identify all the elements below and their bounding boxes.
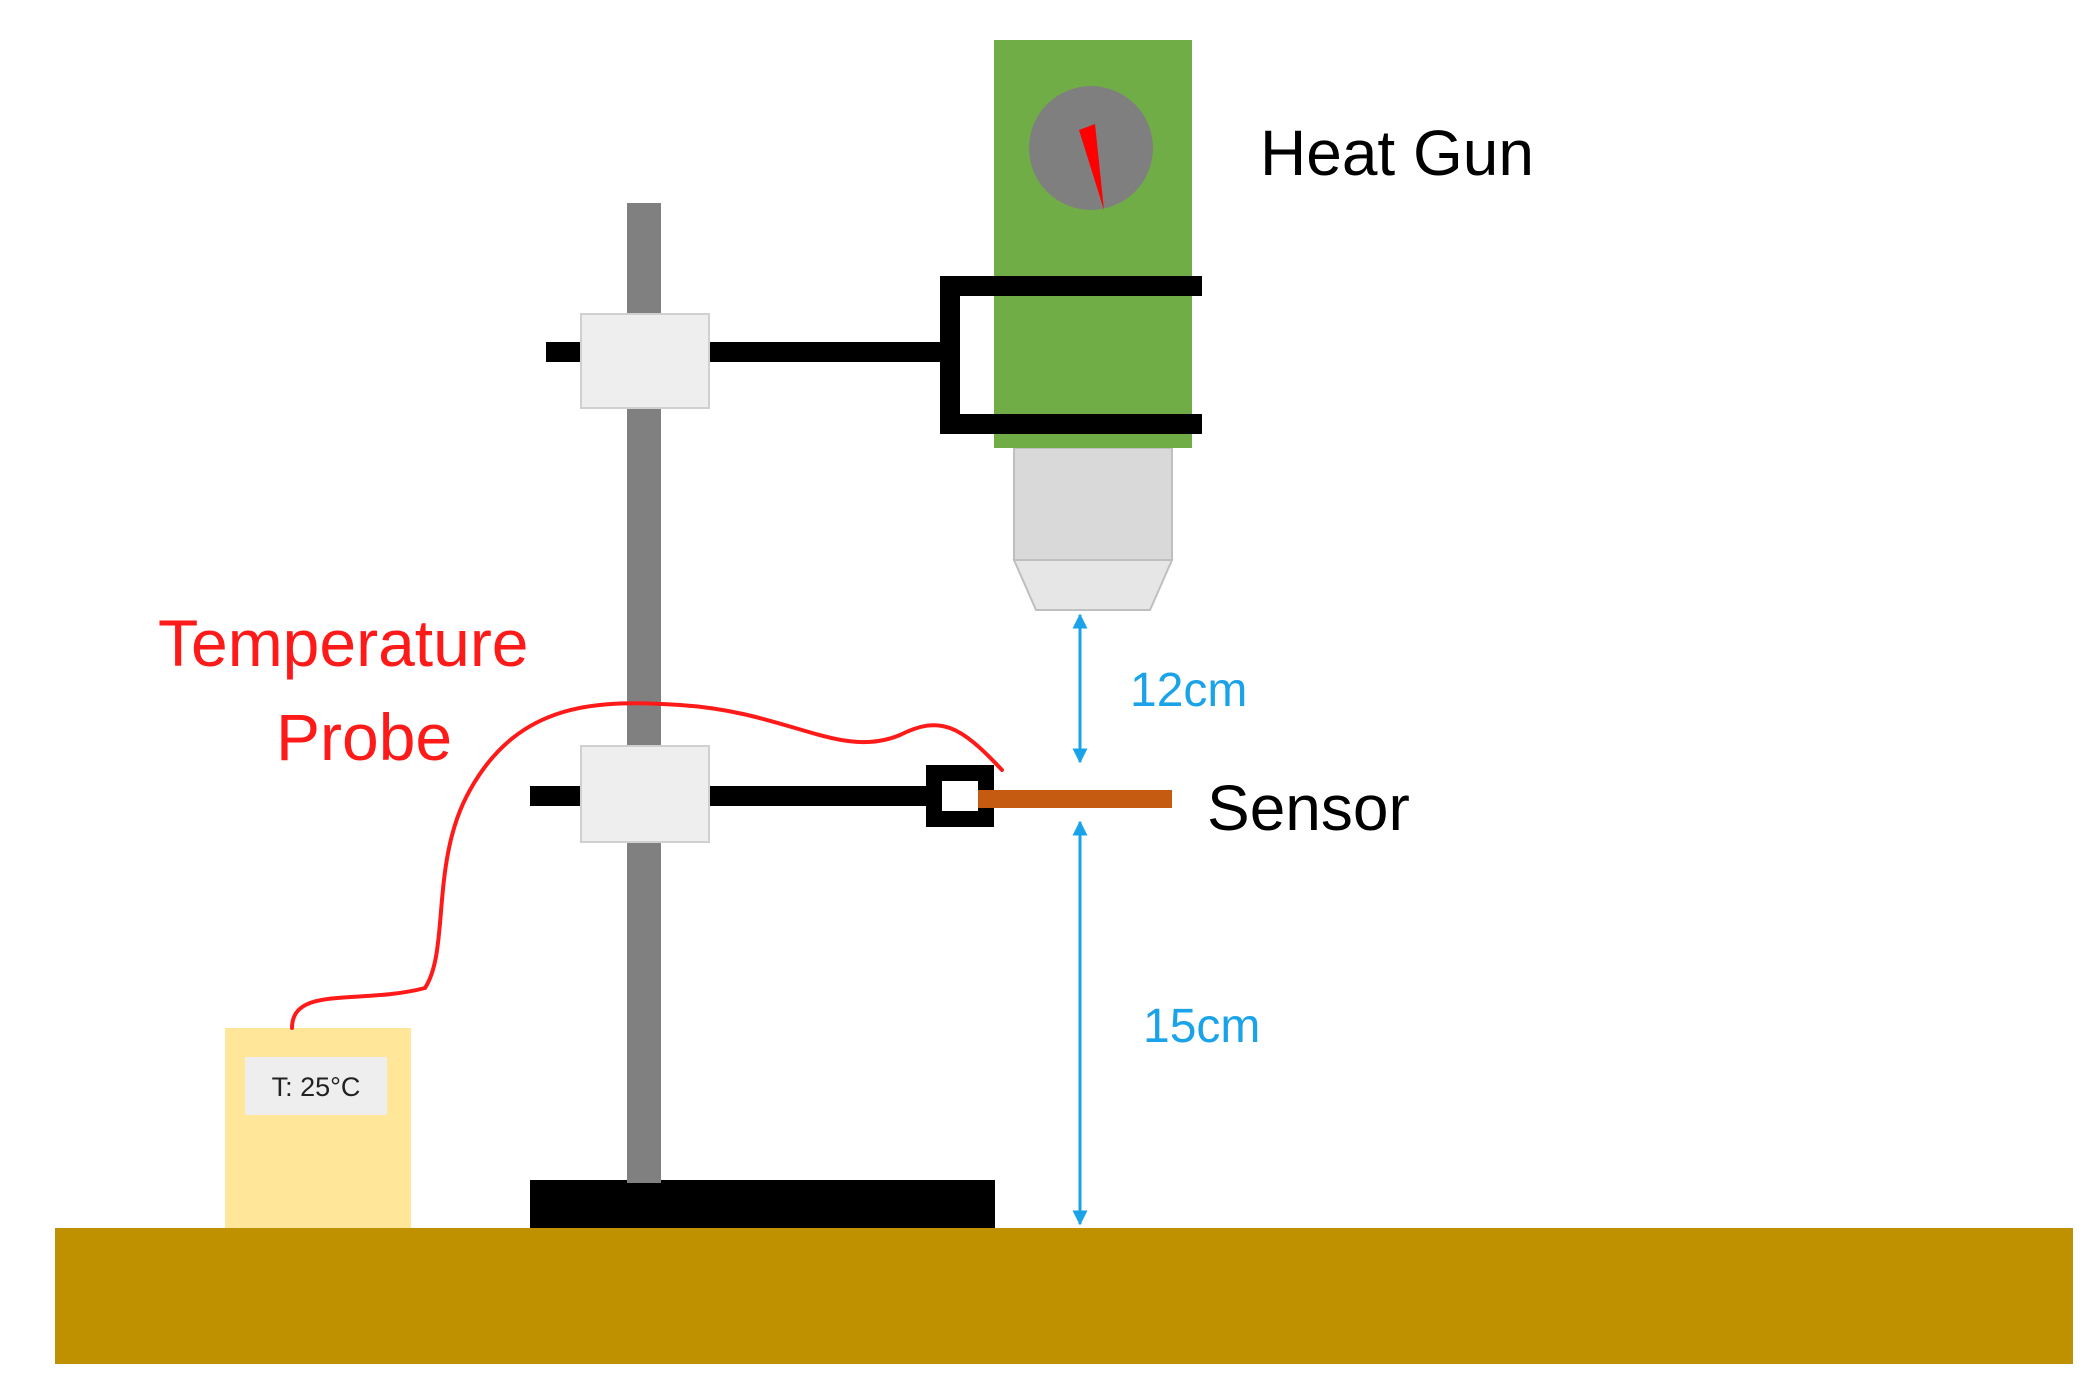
label-heat-gun: Heat Gun bbox=[1260, 117, 1534, 189]
temperature-meter-reading: T: 25°C bbox=[272, 1072, 361, 1102]
stand-base bbox=[530, 1180, 995, 1228]
temperature-meter-display bbox=[245, 1057, 387, 1115]
heat-gun-holder-top bbox=[940, 276, 1202, 296]
label-sensor: Sensor bbox=[1207, 772, 1410, 844]
temperature-probe-wire bbox=[290, 701, 1004, 1030]
heat-gun-nozzle-tip bbox=[1012, 559, 1174, 611]
label-distance-lower: 15cm bbox=[1143, 1000, 1260, 1053]
label-temperature-probe-line1: Temperature bbox=[158, 606, 529, 680]
lower-boss-clamp bbox=[580, 745, 710, 843]
heat-gun-nozzle bbox=[1013, 447, 1173, 561]
heat-gun-dial-needle bbox=[1079, 124, 1104, 210]
label-distance-upper: 12cm bbox=[1130, 664, 1247, 717]
upper-boss-clamp bbox=[580, 313, 710, 409]
heat-gun-holder-bottom bbox=[940, 414, 1202, 434]
sensor-strip bbox=[978, 790, 1172, 808]
heat-gun-holder-side bbox=[940, 276, 960, 434]
workbench bbox=[55, 1228, 2073, 1364]
label-temperature-probe-line2: Probe bbox=[276, 700, 452, 774]
